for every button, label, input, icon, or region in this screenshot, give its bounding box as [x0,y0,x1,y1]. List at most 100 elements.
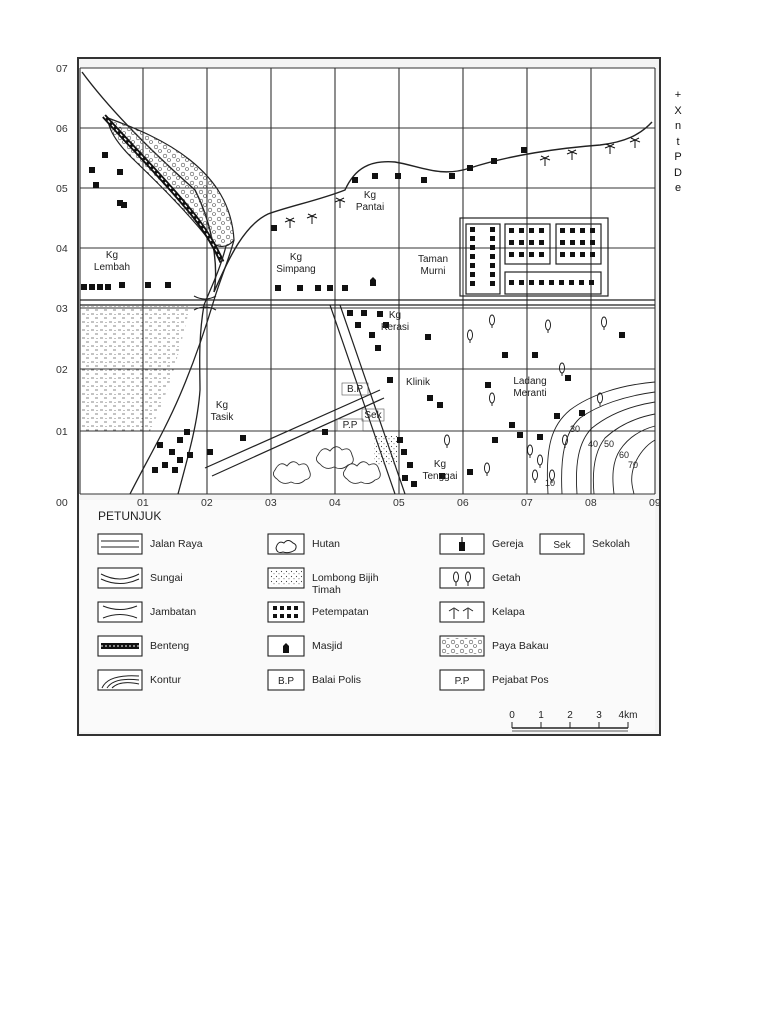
x-label: 01 [137,497,149,509]
place-kg-lembah: Lembah [94,262,130,273]
x-label: 07 [521,497,533,509]
side-letter: D [674,166,682,179]
settlement-house [342,285,348,291]
estate-house [560,240,565,245]
y-label: 01 [56,426,68,438]
legend-item-gereja: Gereja [439,533,524,555]
x-label: 00 [56,497,68,509]
legend-label: Benteng [150,640,189,652]
swamp-area [82,306,190,431]
settlement-house [102,152,108,158]
legend-label: Petempatan [312,606,369,618]
estate-house [590,228,595,233]
estate-house [490,263,495,268]
estate-house [470,272,475,277]
estate-house [529,280,534,285]
place-klinik: Klinik [406,377,431,388]
settlement-house [119,282,125,288]
settlement-house [401,449,407,455]
estate-house [539,228,544,233]
legend-label: Masjid [312,640,343,652]
side-letter: n [674,120,682,132]
map-area [80,68,655,494]
settlement-house [372,173,378,179]
estate-house [509,252,514,257]
settlement-house [517,432,523,438]
legend-title: PETUNJUK [98,509,161,523]
settlement-house [449,173,455,179]
coastline-east [213,121,653,293]
estate-house [570,252,575,257]
y-label: 03 [56,303,68,315]
settlement-house [437,402,443,408]
contour-label: 50 [604,439,614,449]
estate-houses [470,227,595,286]
settlement-house [521,147,527,153]
coconut-tree [284,217,296,228]
place-kg-tasik: Tasik [211,412,235,423]
settlement-house [369,332,375,338]
side-letter: X [674,104,682,117]
contour-label: 40 [588,439,598,449]
settlement-house [172,467,178,473]
contours [546,381,656,495]
settlement-house [97,284,103,290]
side-letter: e [674,182,682,194]
settlement-house [554,413,560,419]
legend-label: Lombong Bijih [312,572,379,584]
main-road [80,299,655,495]
place-kg-lembah: Kg [106,250,118,261]
settlement-house [387,377,393,383]
river-bank-a [129,239,235,495]
x-label: 04 [329,497,341,509]
legend-item-jalan-raya: Jalan Raya [97,533,203,555]
map-badge-box [341,382,369,396]
legend-item-sungai: Sungai [97,567,183,589]
bridge [193,295,217,311]
estate-house [490,254,495,259]
legend-item-paya-bakau: Paya Bakau [439,635,549,657]
y-label: 06 [56,123,68,135]
legend-label: Balai Polis [312,674,361,686]
settlement-house [491,158,497,164]
estate-house [529,240,534,245]
map-badge-box [336,418,364,432]
place-sek: Sek [364,410,382,421]
settlement-house [322,429,328,435]
estate-house [580,240,585,245]
settlement-house [383,322,389,328]
place-kg-simpang: Simpang [276,264,315,275]
x-label: 03 [265,497,277,509]
place-kg-tasik: Kg [216,400,228,411]
x-label: 05 [393,497,405,509]
settlement-house [375,345,381,351]
scale-tick-label: 4km [619,710,638,721]
legend-label: Getah [492,572,521,584]
estate-house [470,236,475,241]
settlement-house [187,452,193,458]
estate-house [589,280,594,285]
settlement-house [361,310,367,316]
y-label: 07 [56,63,68,75]
coconut-tree [306,213,318,224]
settlement-house [537,434,543,440]
legend-label: Kelapa [492,606,525,618]
settlement-house [81,284,87,290]
place-kg-tenggai: Kg [434,459,446,470]
settlement-house [105,284,111,290]
mangrove-swamp [107,117,235,247]
estate-house [490,227,495,232]
settlement-house [157,442,163,448]
river-bank-b [177,245,227,495]
settlement-house [327,285,333,291]
place-kg-pantai: Pantai [356,202,384,213]
legend-item-kelapa: Kelapa [439,601,525,623]
settlement-house [619,332,625,338]
